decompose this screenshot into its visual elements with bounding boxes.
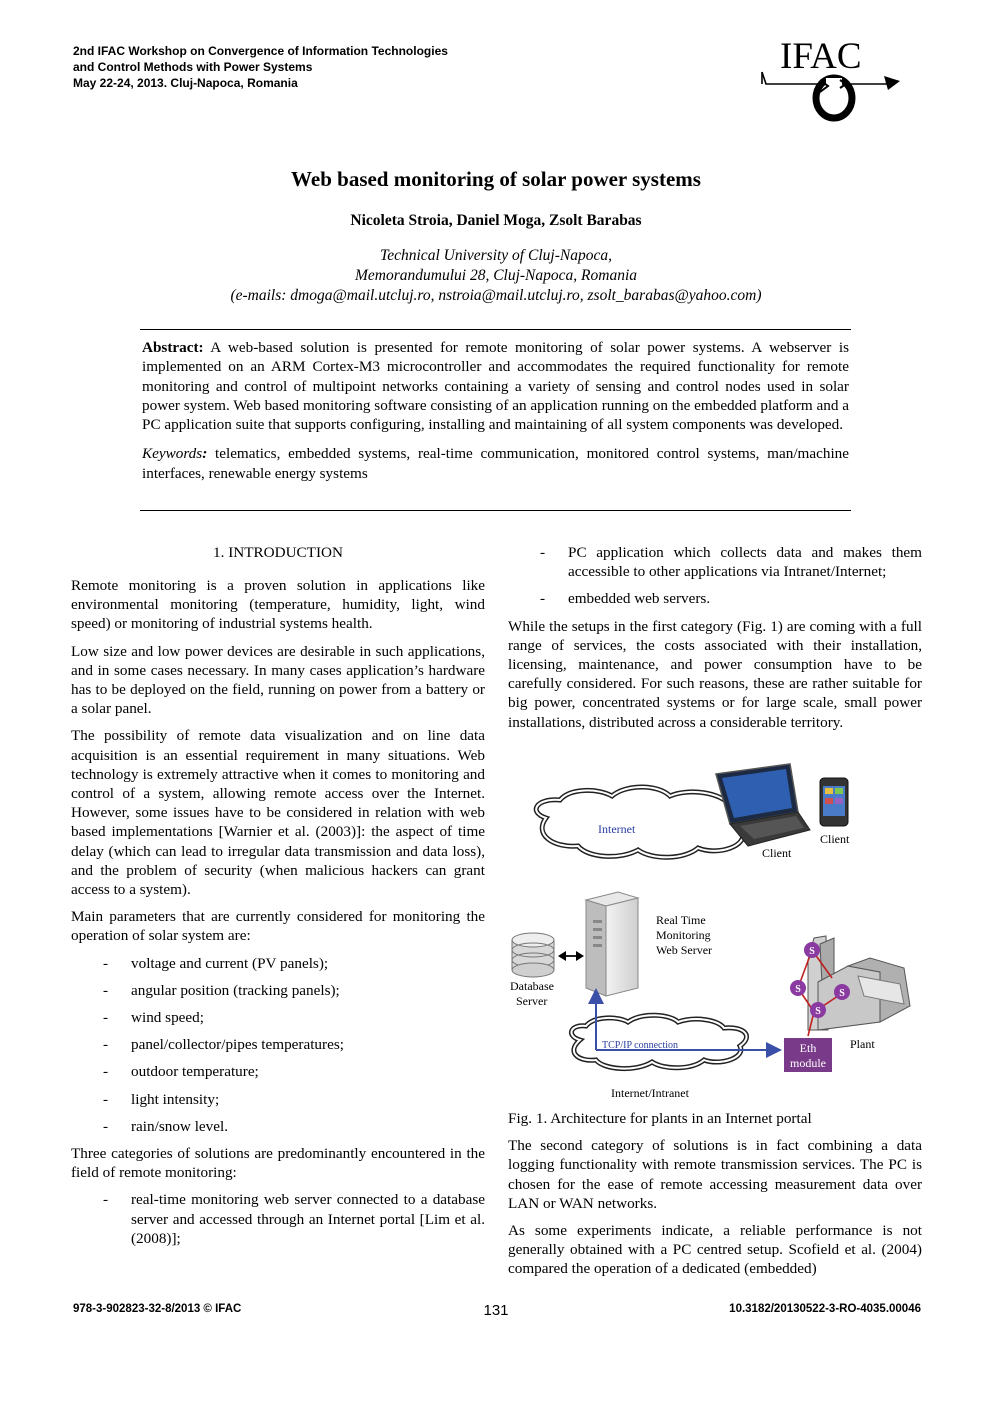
affiliation-block: Technical University of Cluj-Napoca, Mem… xyxy=(0,246,992,306)
ifac-logo-text: IFAC xyxy=(780,36,862,77)
intranet-cloud xyxy=(569,1012,749,1071)
right-paragraph-1: While the setups in the first category (… xyxy=(508,617,922,731)
abstract-text: A web-based solution is presented for re… xyxy=(142,339,849,434)
parameters-list: -voltage and current (PV panels); -angul… xyxy=(103,954,485,1136)
svg-text:S: S xyxy=(809,946,815,957)
right-column: -PC application which collects data and … xyxy=(508,543,922,740)
categories-list: -real-time monitoring web server connect… xyxy=(103,1190,485,1248)
sensor-icon: S xyxy=(810,1002,826,1018)
ifac-logo: IFAC xyxy=(761,36,900,122)
server-label-line-3: Web Server xyxy=(656,943,712,957)
footer-doi: 10.3182/20130522-3-RO-4035.00046 xyxy=(729,1303,921,1315)
plant-icon xyxy=(807,935,911,1031)
intro-paragraph-4: Main parameters that are currently consi… xyxy=(71,908,485,945)
figure-caption: Fig. 1. Architecture for plants in an In… xyxy=(508,1110,812,1127)
conference-line-1: 2nd IFAC Workshop on Convergence of Info… xyxy=(73,44,448,58)
eth-module-label-line-1: Eth xyxy=(800,1041,817,1055)
intro-paragraph-5: Three categories of solutions are predom… xyxy=(71,1145,485,1182)
keywords-text: telematics, embedded systems, real-time … xyxy=(142,445,849,482)
right-paragraph-3: As some experiments indicate, a reliable… xyxy=(508,1222,922,1278)
list-item: -wind speed; xyxy=(103,1009,204,1027)
paper-authors: Nicoleta Stroia, Daniel Moga, Zsolt Bara… xyxy=(350,212,642,229)
list-item: -panel/collector/pipes temperatures; xyxy=(103,1036,344,1054)
sensor-icon: S xyxy=(804,942,820,958)
abstract-label: Abstract: xyxy=(142,339,204,356)
right-paragraph-2: The second category of solutions is in f… xyxy=(508,1137,922,1212)
server-label-line-1: Real Time xyxy=(656,913,706,927)
affiliation-line-2: Memorandumului 28, Cluj-Napoca, Romania xyxy=(355,267,637,284)
list-item: -angular position (tracking panels); xyxy=(103,981,340,999)
right-column-lower: Fig. 1. Architecture for plants in an In… xyxy=(508,1109,922,1287)
database-label-line-2: Server xyxy=(516,994,547,1008)
svg-text:S: S xyxy=(815,1006,821,1017)
intro-paragraph-3: The possibility of remote data visualiza… xyxy=(71,727,485,899)
client-label-phone: Client xyxy=(820,832,850,846)
footer-isbn: 978-3-902823-32-8/2013 © IFAC xyxy=(73,1303,242,1315)
tcp-connection-label: TCP/IP connection xyxy=(602,1040,678,1051)
tcp-connection-lines xyxy=(588,988,782,1058)
paper-title: Web based monitoring of solar power syst… xyxy=(291,167,701,191)
server-label-line-2: Monitoring xyxy=(656,928,711,942)
conference-line-3: May 22-24, 2013. Cluj-Napoca, Romania xyxy=(73,76,298,90)
phone-icon xyxy=(819,777,849,827)
abstract: Abstract: A web-based solution is presen… xyxy=(142,338,849,483)
sensor-icon: S xyxy=(834,984,850,1000)
db-server-arrow xyxy=(558,951,584,961)
left-column: 1. INTRODUCTION Remote monitoring is a p… xyxy=(71,544,485,1248)
internet-cloud xyxy=(533,784,756,860)
list-item: -outdoor temperature; xyxy=(103,1063,259,1081)
sensor-icon: S xyxy=(790,980,806,996)
list-item: -PC application which collects data and … xyxy=(540,544,922,581)
intro-paragraph-2: Low size and low power devices are desir… xyxy=(71,642,485,718)
affiliation-line-1: Technical University of Cluj-Napoca, xyxy=(380,247,612,264)
page-number: 131 xyxy=(483,1302,509,1319)
eth-module-label-line-2: module xyxy=(790,1056,826,1070)
keywords-colon: : xyxy=(202,445,208,463)
svg-text:S: S xyxy=(795,984,801,995)
laptop-icon xyxy=(715,763,811,847)
list-item: -light intensity; xyxy=(103,1090,220,1108)
list-item: -voltage and current (PV panels); xyxy=(103,954,329,972)
figure-architecture: Internet Client Client Real Time Monitor… xyxy=(510,763,911,1100)
affiliation-emails: (e-mails: dmoga@mail.utcluj.ro, nstroia@… xyxy=(230,287,762,304)
abstract-top-rule xyxy=(140,329,851,330)
server-tower-icon xyxy=(584,891,640,997)
list-item: -rain/snow level. xyxy=(103,1117,229,1135)
client-label-laptop: Client xyxy=(762,846,792,860)
section-title-introduction: 1. INTRODUCTION xyxy=(213,544,343,561)
database-icon xyxy=(511,932,555,978)
intro-paragraph-1: Remote monitoring is a proven solution i… xyxy=(71,577,485,633)
conference-header: 2nd IFAC Workshop on Convergence of Info… xyxy=(73,43,448,91)
database-label-line-1: Database xyxy=(510,979,554,993)
svg-text:S: S xyxy=(839,988,845,999)
keywords-label: Keywords xyxy=(142,445,203,463)
list-item: -embedded web servers. xyxy=(540,590,711,608)
eth-module-box xyxy=(784,1038,832,1072)
abstract-bottom-rule xyxy=(140,510,851,511)
categories-list-continued: -PC application which collects data and … xyxy=(540,543,922,609)
plant-label: Plant xyxy=(850,1037,875,1051)
intranet-label: Internet/Intranet xyxy=(611,1086,690,1100)
internet-label: Internet xyxy=(598,822,636,836)
list-item: -real-time monitoring web server connect… xyxy=(103,1191,485,1247)
conference-line-2: and Control Methods with Power Systems xyxy=(73,60,313,74)
